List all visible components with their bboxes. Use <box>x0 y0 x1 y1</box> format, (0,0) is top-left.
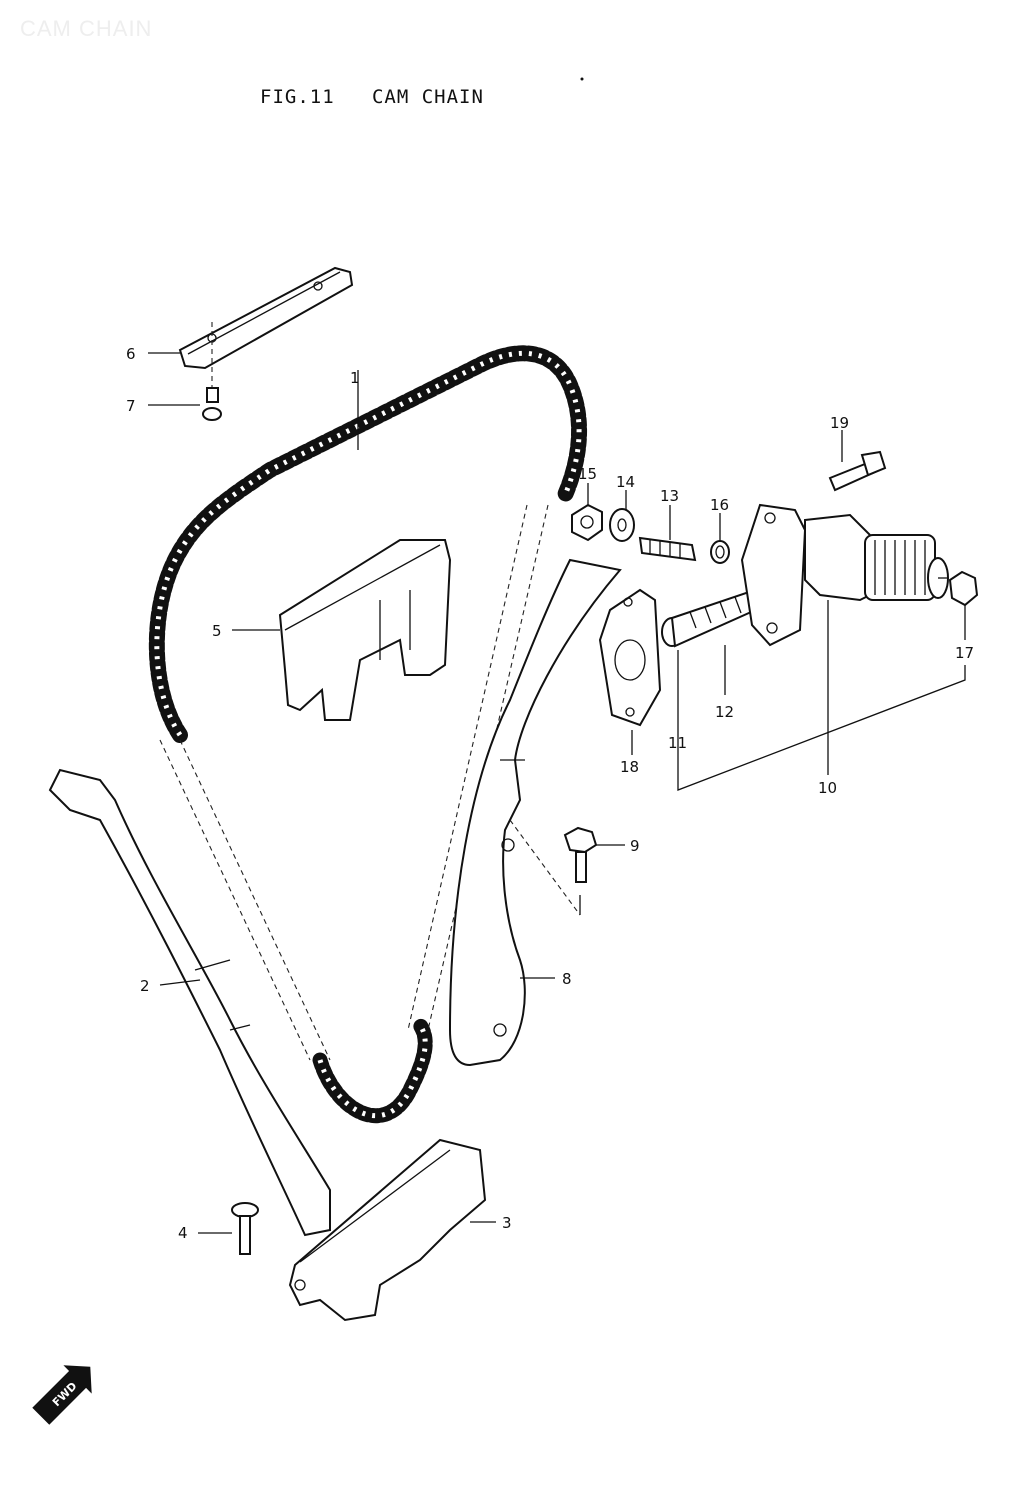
callout-12: 12 <box>715 703 734 721</box>
part-13-stud <box>638 536 697 562</box>
ink-dot <box>580 77 584 81</box>
callout-6: 6 <box>126 345 136 363</box>
callout-2: 2 <box>140 977 150 995</box>
part-2-chain-guide <box>48 768 331 1237</box>
callout-8: 8 <box>562 970 572 988</box>
part-4-bolt <box>231 1202 259 1255</box>
part-16-o-ring <box>710 540 730 564</box>
callout-11: 11 <box>668 734 687 752</box>
part-10-tensioner-body <box>740 503 949 647</box>
figure-title: FIG.11 CAM CHAIN <box>260 86 484 108</box>
part-3-guide-bracket <box>288 1138 487 1322</box>
callout-3: 3 <box>502 1214 512 1232</box>
part-9-bolt <box>509 819 598 916</box>
part-5-holder <box>278 539 452 721</box>
leader-lines <box>148 352 966 1234</box>
part-17-cap-nut <box>948 570 979 607</box>
callout-19: 19 <box>830 414 849 432</box>
callout-4: 4 <box>178 1224 188 1242</box>
part-14-washer <box>609 508 635 542</box>
part-1-cam-chain <box>148 345 587 1124</box>
callout-18: 18 <box>620 758 639 776</box>
callout-1: 1 <box>350 369 360 387</box>
fwd-arrow-icon: FWD <box>32 1365 92 1425</box>
callout-labels: 1 2 3 4 5 6 7 8 9 10 11 12 13 14 15 16 1… <box>126 345 974 1242</box>
callout-13: 13 <box>660 487 679 505</box>
part-18-gasket <box>598 588 662 727</box>
callout-7: 7 <box>126 397 136 415</box>
callout-16: 16 <box>710 496 729 514</box>
part-7-screw <box>202 322 222 421</box>
part-15-nut <box>571 503 603 542</box>
part-6-chain-guide-plate <box>178 266 354 370</box>
callout-17: 17 <box>955 644 974 662</box>
callout-15: 15 <box>578 465 597 483</box>
callout-9: 9 <box>630 837 640 855</box>
callout-5: 5 <box>212 622 222 640</box>
callout-14: 14 <box>616 473 635 491</box>
watermark-text: CAM CHAIN <box>20 16 153 41</box>
part-19-bolt <box>828 450 887 492</box>
callout-10: 10 <box>818 779 837 797</box>
part-8-tensioner-guide <box>448 558 622 1067</box>
